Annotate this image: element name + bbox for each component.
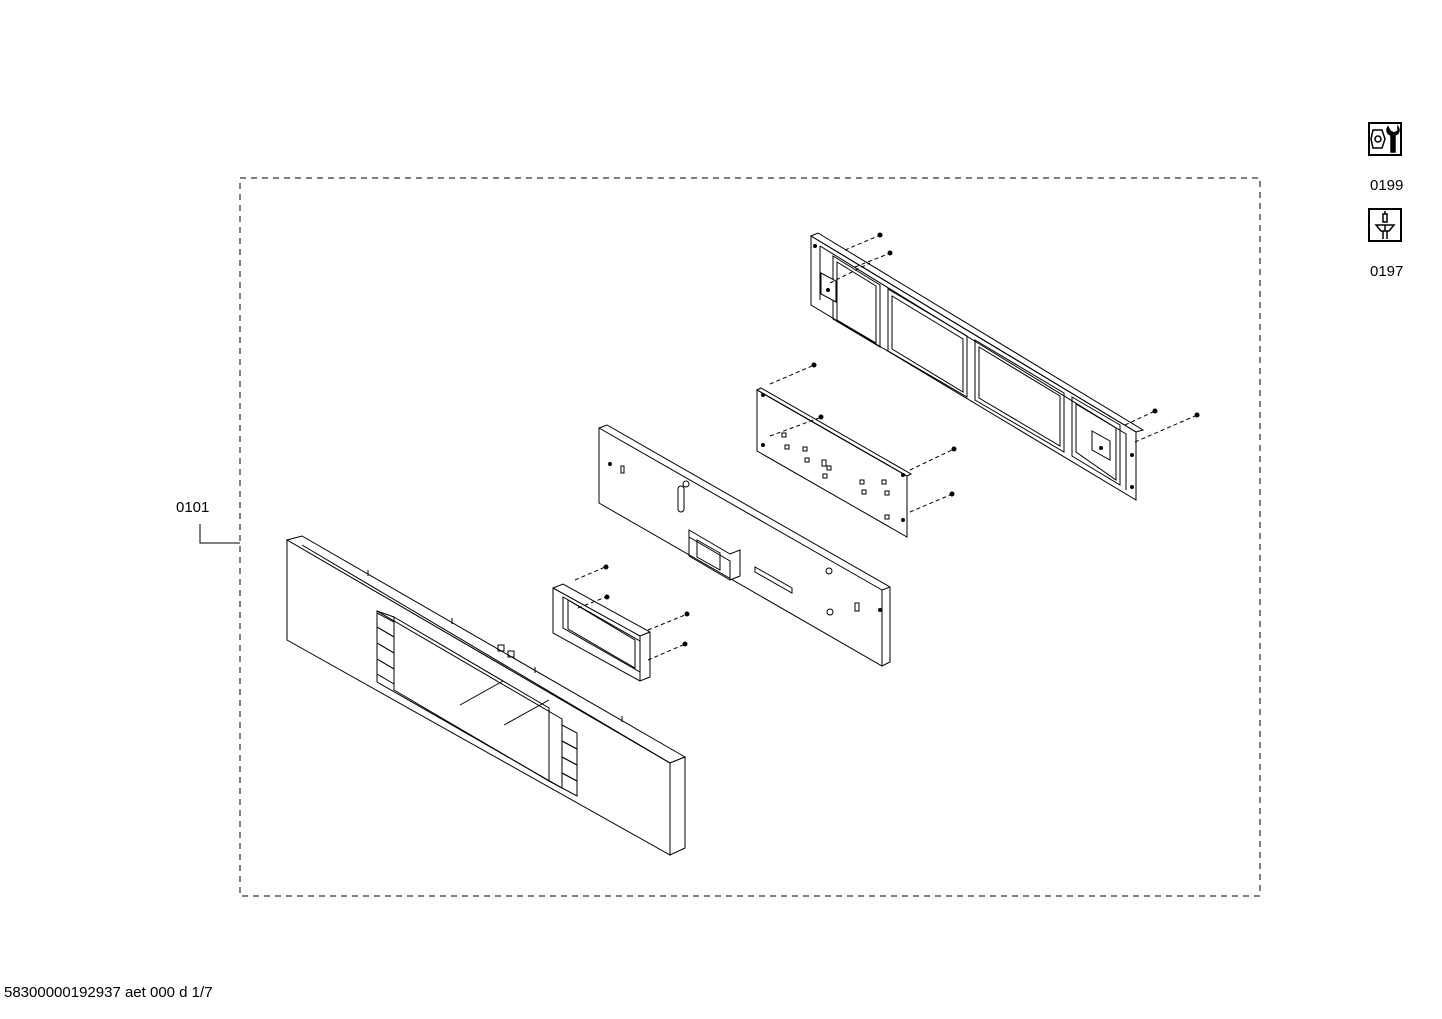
assembly-boundary xyxy=(239,177,1261,897)
document-footer: 58300000192937 aet 000 d 1/7 xyxy=(4,984,213,1001)
screwdriver-screw-icon xyxy=(1368,208,1402,242)
tool-code-label: 0197 xyxy=(1370,263,1404,280)
assembly-reference-label: 0101 xyxy=(176,499,210,516)
circuit-board-screws xyxy=(769,362,957,513)
tool-code-label: 0199 xyxy=(1370,177,1404,194)
rear-frame xyxy=(809,232,1145,501)
display-frame-screws xyxy=(574,564,690,661)
circuit-board xyxy=(755,387,913,538)
assembly-leader-line xyxy=(199,524,240,544)
wrench-nut-icon xyxy=(1368,122,1402,156)
mounting-plate xyxy=(598,424,891,667)
rear-frame-screws xyxy=(829,232,1200,443)
front-fascia-panel xyxy=(285,535,687,856)
display-frame xyxy=(552,583,651,682)
